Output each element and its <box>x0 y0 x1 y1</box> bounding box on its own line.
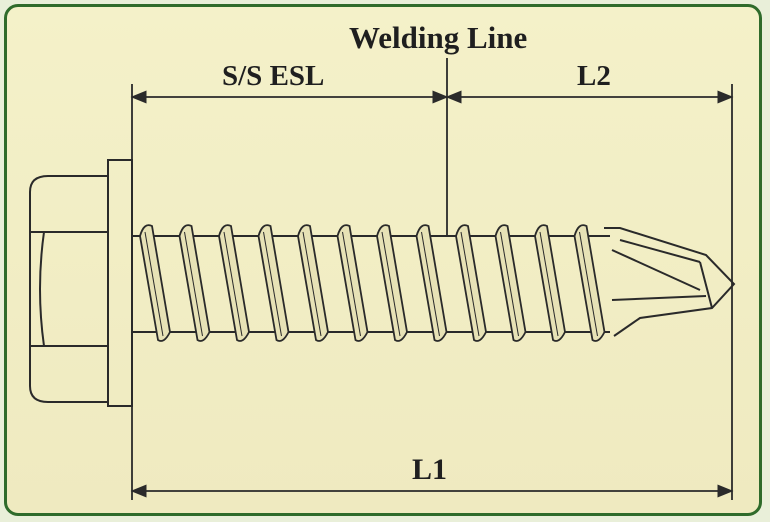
thread-crest <box>257 224 290 342</box>
thread-shade-line <box>263 231 282 337</box>
welding-line-label: Welding Line <box>349 20 528 55</box>
dimension-lines <box>130 58 734 500</box>
thread-shade-line <box>500 231 519 337</box>
screw-shank <box>132 235 610 333</box>
thread-shade-line <box>302 231 322 337</box>
thread-shade-line <box>381 231 401 337</box>
thread-shade-line <box>223 231 243 337</box>
hex-head <box>29 175 109 403</box>
thread-shade-line <box>144 231 164 337</box>
washer-flange <box>107 159 133 407</box>
thread-shade-line <box>421 231 440 337</box>
thread-crest <box>494 224 527 342</box>
thread-crest <box>336 224 369 342</box>
thread-crest <box>455 224 487 342</box>
thread-crest <box>297 224 329 342</box>
thread-crest <box>218 224 250 342</box>
thread-shade-line <box>460 231 480 337</box>
thread-crest <box>178 224 211 342</box>
screw-threads <box>139 224 606 342</box>
thread-crest <box>139 224 171 342</box>
l1-label: L1 <box>412 453 448 486</box>
thread-crest <box>534 224 566 342</box>
ss-esl-label: S/S ESL <box>222 60 325 92</box>
thread-shade-line <box>342 231 361 337</box>
thread-crest <box>376 224 408 342</box>
thread-crest <box>573 224 606 342</box>
thread-crest <box>415 224 448 342</box>
l2-label: L2 <box>577 60 611 92</box>
thread-shade-line <box>579 231 598 337</box>
thread-shade-line <box>539 231 559 337</box>
drill-point <box>604 227 736 337</box>
thread-shade-line <box>184 231 203 337</box>
